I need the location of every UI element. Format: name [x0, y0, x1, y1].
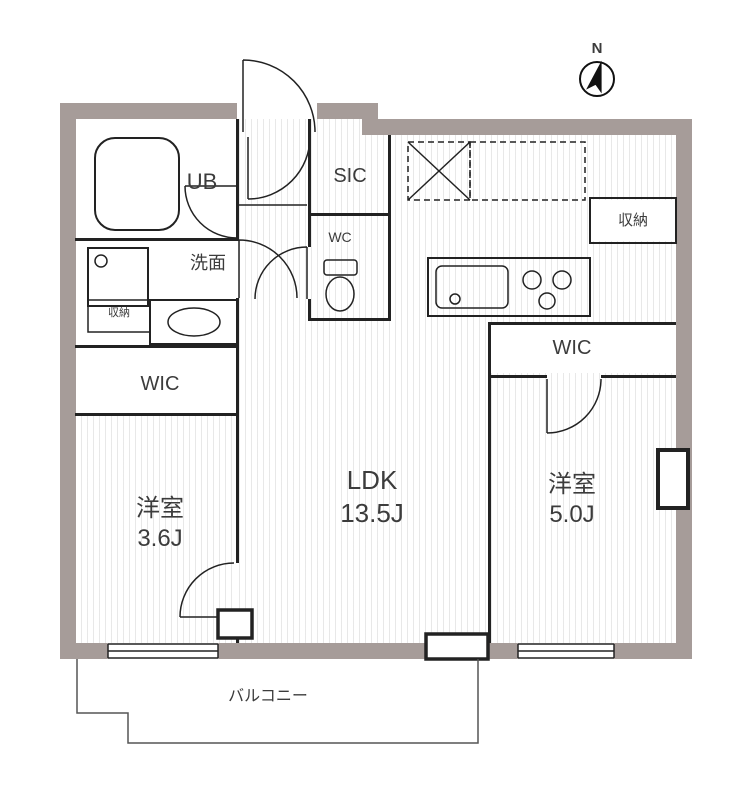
- bathtub: [94, 137, 180, 231]
- hall-closet-door-arc: [247, 136, 311, 200]
- bedroom-left-name: 洋室: [136, 495, 184, 522]
- ldk-name: LDK: [346, 465, 398, 495]
- wc-door-arc: [254, 246, 308, 300]
- window-right-wall: [656, 448, 690, 510]
- vanity-basin-icon: [167, 307, 221, 337]
- room-label-ldk: LDK 13.5J: [302, 464, 442, 529]
- kitchen-counter: [427, 257, 591, 317]
- room-label-wc: WC: [328, 229, 352, 245]
- room-label-storage-small: 収納: [108, 307, 130, 319]
- balcony-door: [424, 632, 490, 661]
- toilet-bowl-icon: [325, 276, 355, 312]
- wall-wc-bottom: [308, 318, 391, 321]
- room-label-wic-right: WIC: [552, 337, 592, 359]
- wall-hall-left-1: [236, 119, 239, 240]
- counter-space-dashed: [469, 141, 586, 201]
- sink-drain-icon: [449, 293, 461, 305]
- washroom-door-arc: [238, 239, 298, 299]
- wall-hall-right-1: [308, 119, 311, 247]
- room-label-washroom: 洗面: [190, 253, 226, 273]
- toilet-tank-icon: [323, 259, 358, 276]
- kitchen-sink: [435, 265, 509, 309]
- compass-n-label: N: [591, 40, 603, 57]
- entrance-door-arc: [242, 59, 316, 133]
- wall-washroom-wic: [75, 345, 239, 348]
- stove-burner-icon: [538, 292, 556, 310]
- stove-burner-icon: [522, 270, 542, 290]
- washer-faucet-icon: [94, 254, 108, 268]
- stove-burner-icon: [552, 270, 572, 290]
- room-label-bedroom-left: 洋室 3.6J: [90, 494, 230, 554]
- window-bottom-right: [517, 643, 615, 659]
- storage-small-box: [87, 299, 151, 333]
- wall-wic-bedroom-left: [75, 413, 239, 416]
- floor-bedroom-left: [75, 415, 236, 643]
- bedroom-right-size: 5.0J: [549, 501, 595, 528]
- bedroom-right-door-arc: [546, 378, 602, 434]
- wall-hall-right-2: [308, 299, 311, 320]
- wall-hall-left-2: [236, 298, 239, 563]
- wall-wic-right-top: [488, 322, 676, 325]
- vanity-counter: [149, 299, 239, 345]
- openings: [107, 448, 690, 661]
- fridge-space-icon: [407, 141, 586, 201]
- wall-bedroom-right-top-a: [488, 375, 547, 378]
- room-label-storage-right: 収納: [617, 212, 648, 229]
- wall-ub-washroom: [75, 238, 239, 241]
- sliding-door-marker: [216, 608, 254, 640]
- outer-wall-top-right: [362, 119, 692, 135]
- entrance-opening: [237, 103, 317, 119]
- wall-sic-wc: [308, 213, 391, 216]
- wic-right-floor: [490, 325, 675, 373]
- ub-door-arc: [184, 185, 238, 239]
- wall-bedroom-right-top-b: [601, 375, 676, 378]
- compass-icon: [579, 60, 615, 97]
- room-label-wic-left: WIC: [140, 373, 180, 395]
- balcony-outline: [76, 659, 479, 744]
- balcony-label: バルコニー: [228, 688, 308, 705]
- wall-ldk-bedroom-right: [488, 322, 491, 643]
- ldk-size: 13.5J: [340, 497, 404, 528]
- room-label-bedroom-right: 洋室 5.0J: [502, 470, 642, 530]
- storage-right-floor: [592, 200, 674, 241]
- outer-wall-left: [60, 103, 76, 659]
- wall-sic-wc-right: [388, 135, 391, 320]
- washer-pan: [87, 247, 149, 307]
- bedroom-left-size: 3.6J: [137, 525, 183, 552]
- storage-right-box: [589, 197, 677, 244]
- window-bottom-left: [107, 643, 219, 659]
- bedroom-right-name: 洋室: [548, 471, 596, 498]
- room-label-ub: UB: [186, 169, 218, 194]
- outer-wall-right: [676, 119, 692, 659]
- room-label-sic: SIC: [333, 165, 367, 187]
